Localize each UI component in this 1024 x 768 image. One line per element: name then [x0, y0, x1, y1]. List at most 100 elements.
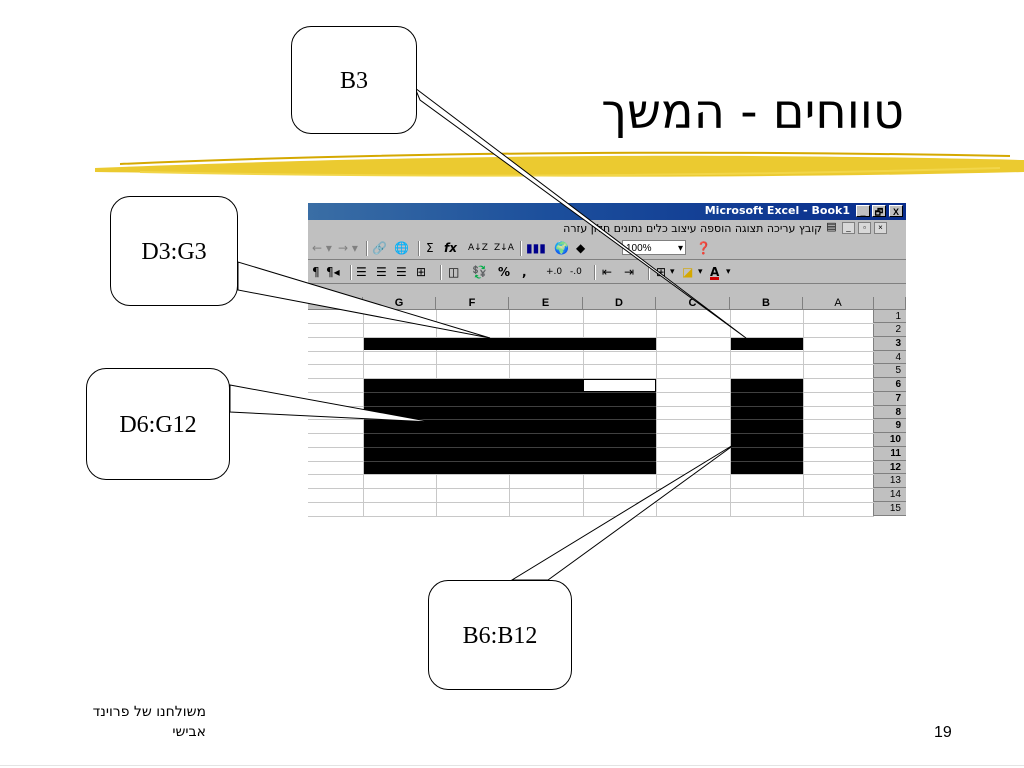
- select-all-corner[interactable]: [874, 297, 906, 310]
- align-left-icon[interactable]: ☰: [396, 265, 407, 279]
- hyperlink-icon[interactable]: 🔗: [372, 241, 387, 255]
- column-header-b[interactable]: B: [730, 297, 803, 310]
- maximize-button[interactable]: 🗗: [872, 205, 886, 217]
- undo-button[interactable]: ← ▾: [312, 241, 332, 255]
- comma-style-button[interactable]: ,: [522, 265, 527, 279]
- direction-icon[interactable]: ◫: [448, 265, 460, 279]
- row-header-1[interactable]: 1: [874, 310, 906, 323]
- sort-ascending-button[interactable]: A↓Z: [468, 243, 488, 253]
- row-header-8[interactable]: 8: [874, 406, 906, 419]
- function-button[interactable]: fx: [444, 241, 457, 255]
- align-right-icon[interactable]: ☰: [356, 265, 367, 279]
- selection-row-line: [364, 392, 656, 393]
- selection-b6-b12[interactable]: [731, 379, 803, 474]
- web-toolbar-icon[interactable]: 🌐: [394, 241, 409, 255]
- gridline: [656, 310, 657, 517]
- active-cell-d6[interactable]: [583, 379, 656, 392]
- column-header-c[interactable]: C: [656, 297, 730, 310]
- gridline: [308, 337, 874, 338]
- row-header-7[interactable]: 7: [874, 392, 906, 406]
- excel-titlebar: Microsoft Excel - Book1 _ 🗗 X: [308, 203, 906, 220]
- zoom-dropdown-arrow[interactable]: ▾: [677, 243, 683, 254]
- column-header-f[interactable]: F: [436, 297, 509, 310]
- menu-items[interactable]: קובץ עריכה תצוגה הוספה עיצוב כלים נתונים…: [563, 222, 822, 235]
- selection-b3[interactable]: [731, 338, 803, 350]
- selection-d3-g3[interactable]: [364, 338, 656, 350]
- fill-color-dropdown[interactable]: ▾: [698, 267, 703, 277]
- font-color-dropdown[interactable]: ▾: [726, 267, 731, 277]
- toolbar-separator: [440, 265, 442, 280]
- currency-icon[interactable]: 💱: [472, 265, 487, 279]
- row-header-10[interactable]: 10: [874, 433, 906, 447]
- chart-wizard-icon[interactable]: ▮▮▮: [526, 241, 546, 255]
- autosum-button[interactable]: Σ: [426, 241, 434, 255]
- map-icon[interactable]: 🌍: [554, 241, 569, 255]
- gridline: [308, 488, 874, 489]
- decrease-decimal-button[interactable]: -.0: [570, 267, 582, 277]
- increase-decimal-button[interactable]: +.0: [546, 267, 563, 277]
- row-header-12[interactable]: 12: [874, 461, 906, 474]
- selection-row-line: [364, 447, 656, 448]
- callout-b6-b12-text: B6:B12: [462, 623, 538, 649]
- selection-d6-g12[interactable]: [364, 379, 656, 474]
- bottom-divider: [0, 765, 1024, 766]
- column-header-d[interactable]: D: [583, 297, 656, 310]
- gridline: [803, 310, 804, 517]
- toolbar-separator: [594, 265, 596, 280]
- borders-dropdown[interactable]: ▾: [670, 267, 675, 277]
- slide-title: טווחים - המשך: [601, 84, 904, 140]
- excel-window-title: Microsoft Excel - Book1: [704, 204, 850, 217]
- footer-line-2: אבישי: [172, 724, 206, 740]
- merge-center-icon[interactable]: ⊞: [416, 265, 427, 279]
- font-color-button[interactable]: A: [710, 265, 720, 280]
- row-header-3[interactable]: 3: [874, 337, 906, 351]
- doc-restore-icon[interactable]: ▫: [858, 222, 871, 234]
- borders-icon[interactable]: ⊞: [656, 265, 667, 279]
- rtl-paragraph-button[interactable]: ¶: [312, 265, 320, 279]
- row-header-14[interactable]: 14: [874, 488, 906, 502]
- toolbar-separator: [350, 265, 352, 280]
- leader-b3: [413, 86, 747, 339]
- callout-b3: B3: [291, 26, 417, 134]
- decrease-indent-icon[interactable]: ⇤: [602, 265, 613, 279]
- ltr-paragraph-button[interactable]: ¶◂: [326, 265, 340, 279]
- worksheet-grid[interactable]: G F E D C B A: [308, 297, 906, 517]
- selection-row-line: [731, 406, 803, 407]
- doc-close-icon[interactable]: ×: [874, 222, 887, 234]
- sort-descending-button[interactable]: Z↓A: [494, 243, 514, 253]
- leader-b6-b12: [510, 441, 739, 581]
- callout-d6-g12-text: D6:G12: [119, 412, 197, 438]
- doc-minimize-icon[interactable]: _: [842, 222, 855, 234]
- excel-window: Microsoft Excel - Book1 _ 🗗 X × ▫ _ ▤ קו…: [308, 203, 906, 517]
- gridline: [730, 310, 731, 517]
- row-header-15[interactable]: 15: [874, 502, 906, 516]
- row-header-6[interactable]: 6: [874, 378, 906, 392]
- increase-indent-icon[interactable]: ⇥: [624, 265, 635, 279]
- selection-row-line: [364, 406, 656, 407]
- row-header-2[interactable]: 2: [874, 323, 906, 337]
- selection-row-line: [731, 392, 803, 393]
- selection-row-line: [731, 461, 803, 462]
- row-header-9[interactable]: 9: [874, 419, 906, 433]
- redo-button[interactable]: → ▾: [338, 241, 358, 255]
- drawing-icon[interactable]: ◆: [576, 241, 586, 255]
- help-icon[interactable]: ❓: [696, 241, 711, 255]
- fill-color-icon[interactable]: ◪: [682, 265, 694, 279]
- row-header-11[interactable]: 11: [874, 447, 906, 461]
- column-header-e[interactable]: E: [509, 297, 583, 310]
- selection-row-line: [731, 419, 803, 420]
- toolbar-separator: [520, 241, 522, 256]
- zoom-select[interactable]: 100% ▾: [622, 240, 686, 255]
- minimize-button[interactable]: _: [856, 205, 870, 217]
- row-header-4[interactable]: 4: [874, 351, 906, 364]
- gridline: [308, 378, 874, 379]
- column-header-a[interactable]: A: [803, 297, 874, 310]
- align-center-icon[interactable]: ☰: [376, 265, 387, 279]
- gridline: [308, 351, 874, 352]
- close-button[interactable]: X: [889, 205, 903, 217]
- row-header-5[interactable]: 5: [874, 364, 906, 378]
- row-header-13[interactable]: 13: [874, 474, 906, 488]
- callout-d6-g12: D6:G12: [86, 368, 230, 480]
- percent-style-button[interactable]: %: [498, 265, 511, 279]
